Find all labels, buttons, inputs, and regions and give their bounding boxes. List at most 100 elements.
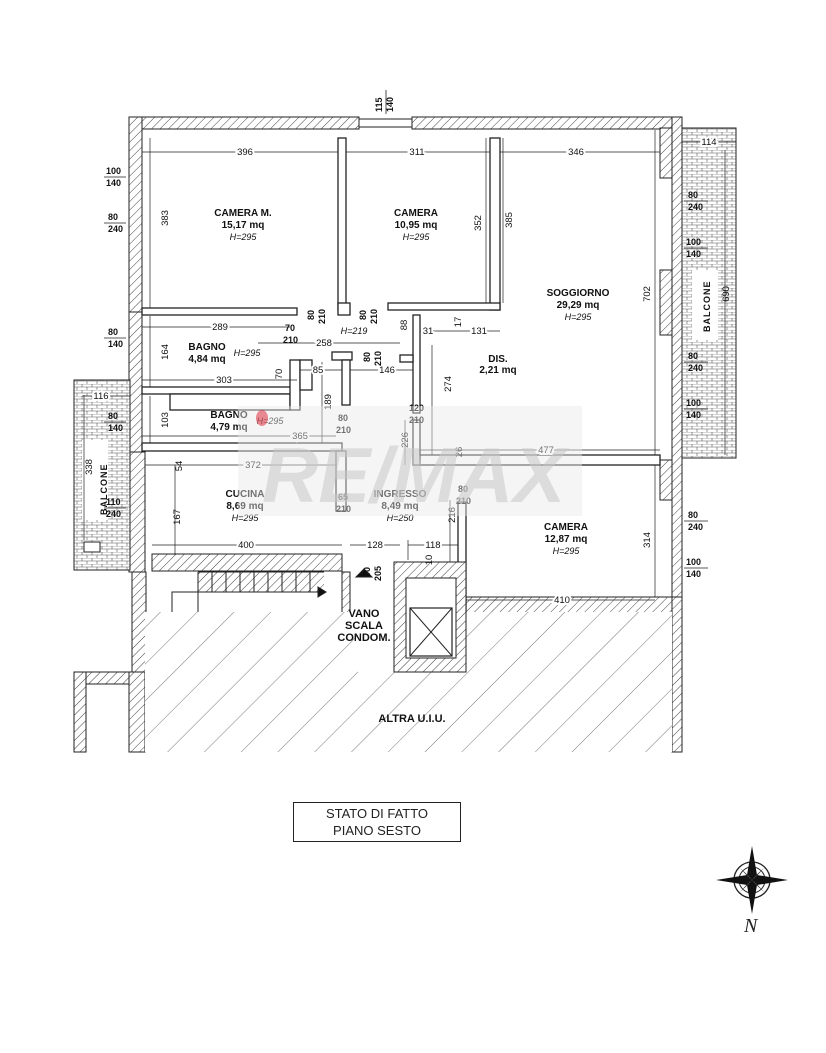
svg-text:CONDOM.: CONDOM. [337,632,390,644]
svg-text:85: 85 [313,365,324,376]
svg-text:80: 80 [306,310,316,320]
svg-text:DIS.: DIS. [488,354,508,365]
svg-text:140: 140 [686,410,701,420]
svg-text:10: 10 [424,555,435,566]
svg-text:164: 164 [160,344,171,360]
svg-text:8,69 mq: 8,69 mq [226,501,263,512]
svg-text:54: 54 [174,461,185,472]
svg-text:140: 140 [385,97,395,112]
svg-text:CAMERA: CAMERA [394,208,438,219]
svg-text:103: 103 [160,412,171,428]
svg-text:140: 140 [686,569,701,579]
svg-text:INGRESSO: INGRESSO [374,489,427,500]
svg-text:80: 80 [458,484,468,494]
svg-text:210: 210 [409,415,424,425]
svg-text:240: 240 [688,522,703,532]
svg-text:210: 210 [283,335,298,345]
svg-text:338: 338 [84,459,95,475]
svg-text:80: 80 [358,310,368,320]
svg-text:240: 240 [106,509,121,519]
svg-text:100: 100 [686,557,701,567]
svg-text:140: 140 [106,178,121,188]
svg-text:80: 80 [108,411,118,421]
svg-text:240: 240 [108,224,123,234]
outer-walls [73,116,683,753]
svg-text:383: 383 [160,210,171,226]
svg-text:H=295: H=295 [230,232,258,242]
drawing-title-box: STATO DI FATTO PIANO SESTO [293,802,461,842]
svg-text:189: 189 [323,394,334,410]
svg-text:80: 80 [688,190,698,200]
svg-text:110: 110 [106,497,121,507]
svg-text:258: 258 [316,338,332,349]
svg-text:167: 167 [172,509,183,525]
compass-icon [716,846,788,914]
svg-text:88: 88 [399,320,410,331]
svg-text:410: 410 [554,595,570,606]
svg-text:10,95 mq: 10,95 mq [395,220,438,231]
svg-text:SOGGIORNO: SOGGIORNO [547,288,610,299]
svg-text:205: 205 [373,566,383,581]
balcony-right [681,127,737,459]
svg-text:65: 65 [338,492,348,502]
svg-text:31: 31 [423,326,434,337]
svg-text:H=295: H=295 [232,513,260,523]
svg-text:80: 80 [108,212,118,222]
svg-text:400: 400 [238,540,254,551]
svg-text:H=295: H=295 [553,546,581,556]
svg-text:H=295: H=295 [403,232,431,242]
title-line-1: STATO DI FATTO [325,806,429,821]
svg-text:352: 352 [473,215,484,231]
svg-text:118: 118 [425,540,440,551]
svg-text:131: 131 [471,326,487,337]
svg-text:H=295: H=295 [565,312,593,322]
svg-text:146: 146 [379,365,395,376]
svg-text:210: 210 [336,425,351,435]
svg-text:396: 396 [237,147,253,158]
svg-text:385: 385 [504,212,515,228]
svg-text:100: 100 [686,237,701,247]
svg-text:80: 80 [362,352,372,362]
svg-text:12,87 mq: 12,87 mq [545,534,588,545]
svg-text:140: 140 [108,339,123,349]
svg-text:H=219: H=219 [341,326,368,336]
svg-text:210: 210 [317,309,327,324]
svg-text:80: 80 [688,510,698,520]
svg-text:17: 17 [453,317,464,328]
svg-text:29,29 mq: 29,29 mq [557,300,600,311]
svg-text:702: 702 [642,286,653,302]
north-label: N [744,915,758,937]
balcone-right-label: BALCONE [702,281,712,333]
room-labels: CAMERA M. 15,17 mq H=295 CAMERA 10,95 mq… [188,208,609,725]
dimension-lines [82,130,736,601]
svg-text:H=295: H=295 [257,416,285,426]
svg-text:15,17 mq: 15,17 mq [222,220,265,231]
svg-text:VANO: VANO [349,608,380,620]
svg-text:365: 365 [292,431,308,442]
svg-text:H=250: H=250 [387,513,414,523]
svg-text:311: 311 [409,147,424,158]
svg-text:80: 80 [108,327,118,337]
svg-text:115: 115 [374,97,384,112]
svg-text:289: 289 [212,322,228,333]
svg-text:CUCINA: CUCINA [226,489,265,500]
svg-text:477: 477 [538,445,554,456]
svg-text:140: 140 [686,249,701,259]
svg-text:372: 372 [245,460,261,471]
svg-text:210: 210 [336,504,351,514]
svg-text:690: 690 [721,286,732,302]
svg-text:210: 210 [456,496,471,506]
svg-text:80: 80 [688,351,698,361]
svg-text:RE/MAX: RE/MAX [262,431,569,519]
svg-text:114: 114 [701,137,716,148]
svg-text:100: 100 [106,166,121,176]
top-window [358,118,413,128]
svg-text:274: 274 [443,376,454,392]
svg-text:240: 240 [688,202,703,212]
dimension-labels: 396 311 346 114 383 352 385 702 690 289 … [84,135,732,608]
svg-text:346: 346 [568,147,584,158]
opening-annotations: 115 140 100 140 80 240 80 140 80 140 110… [104,90,708,581]
svg-text:303: 303 [216,375,232,386]
remax-watermark: RE/MAX [238,406,582,519]
